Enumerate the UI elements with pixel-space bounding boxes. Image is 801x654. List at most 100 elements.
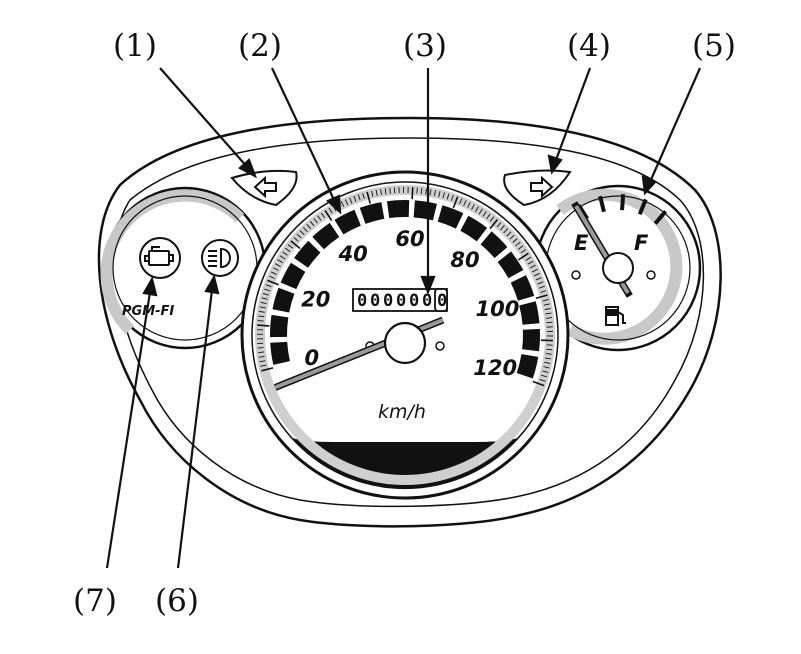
speed-fine-tick <box>503 228 509 234</box>
speed-fine-tick <box>433 190 437 197</box>
speed-fine-tick <box>539 378 546 382</box>
speed-fine-tick <box>543 366 550 369</box>
speed-unit-label: km/h <box>378 401 426 423</box>
speed-fine-tick <box>541 374 548 378</box>
speed-fine-tick <box>545 357 552 360</box>
speed-fine-tick <box>535 294 548 300</box>
speed-fine-tick <box>489 218 499 230</box>
callout-1: (1) <box>113 28 157 64</box>
odometer-digit: 0 <box>396 291 406 311</box>
left-turn-indicator <box>230 169 298 207</box>
speed-scale-label: 40 <box>338 242 368 266</box>
speed-fine-tick <box>258 351 265 354</box>
odometer-digit: 0 <box>357 291 367 311</box>
speed-fine-tick <box>500 225 505 231</box>
speed-fine-tick <box>293 237 299 242</box>
speed-fine-tick <box>306 223 312 230</box>
speed-band-segment <box>334 209 361 235</box>
cluster-inner-bezel <box>114 137 705 508</box>
callout-2: (2) <box>238 28 282 64</box>
speed-fine-tick <box>517 252 529 261</box>
speed-fine-tick <box>353 195 357 202</box>
speed-fine-tick <box>543 303 550 306</box>
speed-fine-tick <box>389 187 391 194</box>
speed-band-segment <box>270 314 289 338</box>
speed-fine-tick <box>535 277 542 281</box>
speed-scale-label: 0 <box>305 346 320 370</box>
odometer-last-digit: 0 <box>437 291 447 311</box>
speed-scale-label: 80 <box>450 248 479 272</box>
speed-fine-tick <box>525 256 532 261</box>
speed-fine-tick <box>545 312 552 315</box>
speed-fine-tick <box>512 238 518 243</box>
speed-band-segment <box>280 262 306 290</box>
speed-fine-tick <box>532 380 545 387</box>
speed-fine-tick <box>509 234 515 240</box>
callout-3: (3) <box>403 28 447 64</box>
speedometer-scale-band <box>270 200 540 379</box>
engine-check-indicator <box>139 237 181 279</box>
cluster-housing <box>97 116 722 528</box>
callout-labels: (1) (2) (3) (4) (5) (6) (7) <box>73 28 736 619</box>
speed-fine-tick <box>324 209 333 221</box>
fuel-tick <box>598 195 606 213</box>
speed-fine-tick <box>349 197 353 204</box>
speed-fine-tick <box>478 208 483 215</box>
odometer-digit: 0 <box>409 291 419 311</box>
speed-fine-tick <box>416 187 418 194</box>
speed-fine-tick <box>277 259 283 264</box>
speed-fine-tick <box>537 281 544 285</box>
leader-lines <box>105 67 702 569</box>
speed-fine-tick <box>269 275 275 279</box>
speed-fine-tick <box>259 306 266 309</box>
speed-fine-tick <box>429 189 432 196</box>
speed-fine-tick <box>506 231 512 237</box>
fuel-full-label: F <box>634 231 649 255</box>
speed-fine-tick <box>420 187 423 194</box>
speed-fine-tick <box>267 279 279 286</box>
fuel-tick <box>637 198 648 215</box>
speed-fine-tick <box>260 301 267 305</box>
speed-fine-tick <box>459 198 463 205</box>
callout-7: (7) <box>73 583 117 619</box>
speed-scale-label: 60 <box>395 227 424 251</box>
speed-fine-tick <box>515 241 521 247</box>
speed-fine-tick <box>471 204 475 210</box>
speed-fine-tick <box>482 211 487 217</box>
left-turn-signal-icon <box>253 175 277 199</box>
speed-band-segment <box>272 287 295 313</box>
speed-fine-tick <box>545 317 553 319</box>
speed-scale-label: 120 <box>473 356 517 380</box>
speed-fine-tick <box>489 216 495 222</box>
speed-fine-tick <box>309 221 315 227</box>
speed-fine-tick <box>450 194 454 201</box>
speed-fine-tick <box>544 361 551 364</box>
speedometer-fine-ticks <box>256 187 553 387</box>
speed-fine-tick <box>357 194 361 201</box>
odometer-digit: 0 <box>422 291 432 311</box>
speed-fine-tick <box>279 255 286 260</box>
speed-fine-tick <box>529 264 536 269</box>
right-turn-indicator <box>503 169 572 207</box>
fuel-empty-label: E <box>574 231 589 255</box>
speed-fine-tick <box>542 370 549 373</box>
speed-fine-tick <box>371 190 374 197</box>
speed-fine-tick <box>258 315 265 318</box>
speed-fine-tick <box>344 199 349 206</box>
speed-fine-tick <box>452 196 459 209</box>
speed-fine-tick <box>328 207 333 214</box>
speed-fine-tick <box>533 273 540 277</box>
speed-band-segment <box>437 205 464 229</box>
speed-fine-tick <box>275 263 281 267</box>
speed-fine-tick <box>258 310 265 313</box>
speed-fine-tick <box>270 271 277 275</box>
callout-5: (5) <box>692 28 736 64</box>
speed-band-segment <box>294 240 321 268</box>
right-turn-signal-icon <box>530 175 554 199</box>
speed-fine-tick <box>282 251 288 256</box>
speed-fine-tick <box>317 215 322 221</box>
speed-fine-tick <box>257 324 270 327</box>
speed-fine-tick <box>287 244 293 249</box>
